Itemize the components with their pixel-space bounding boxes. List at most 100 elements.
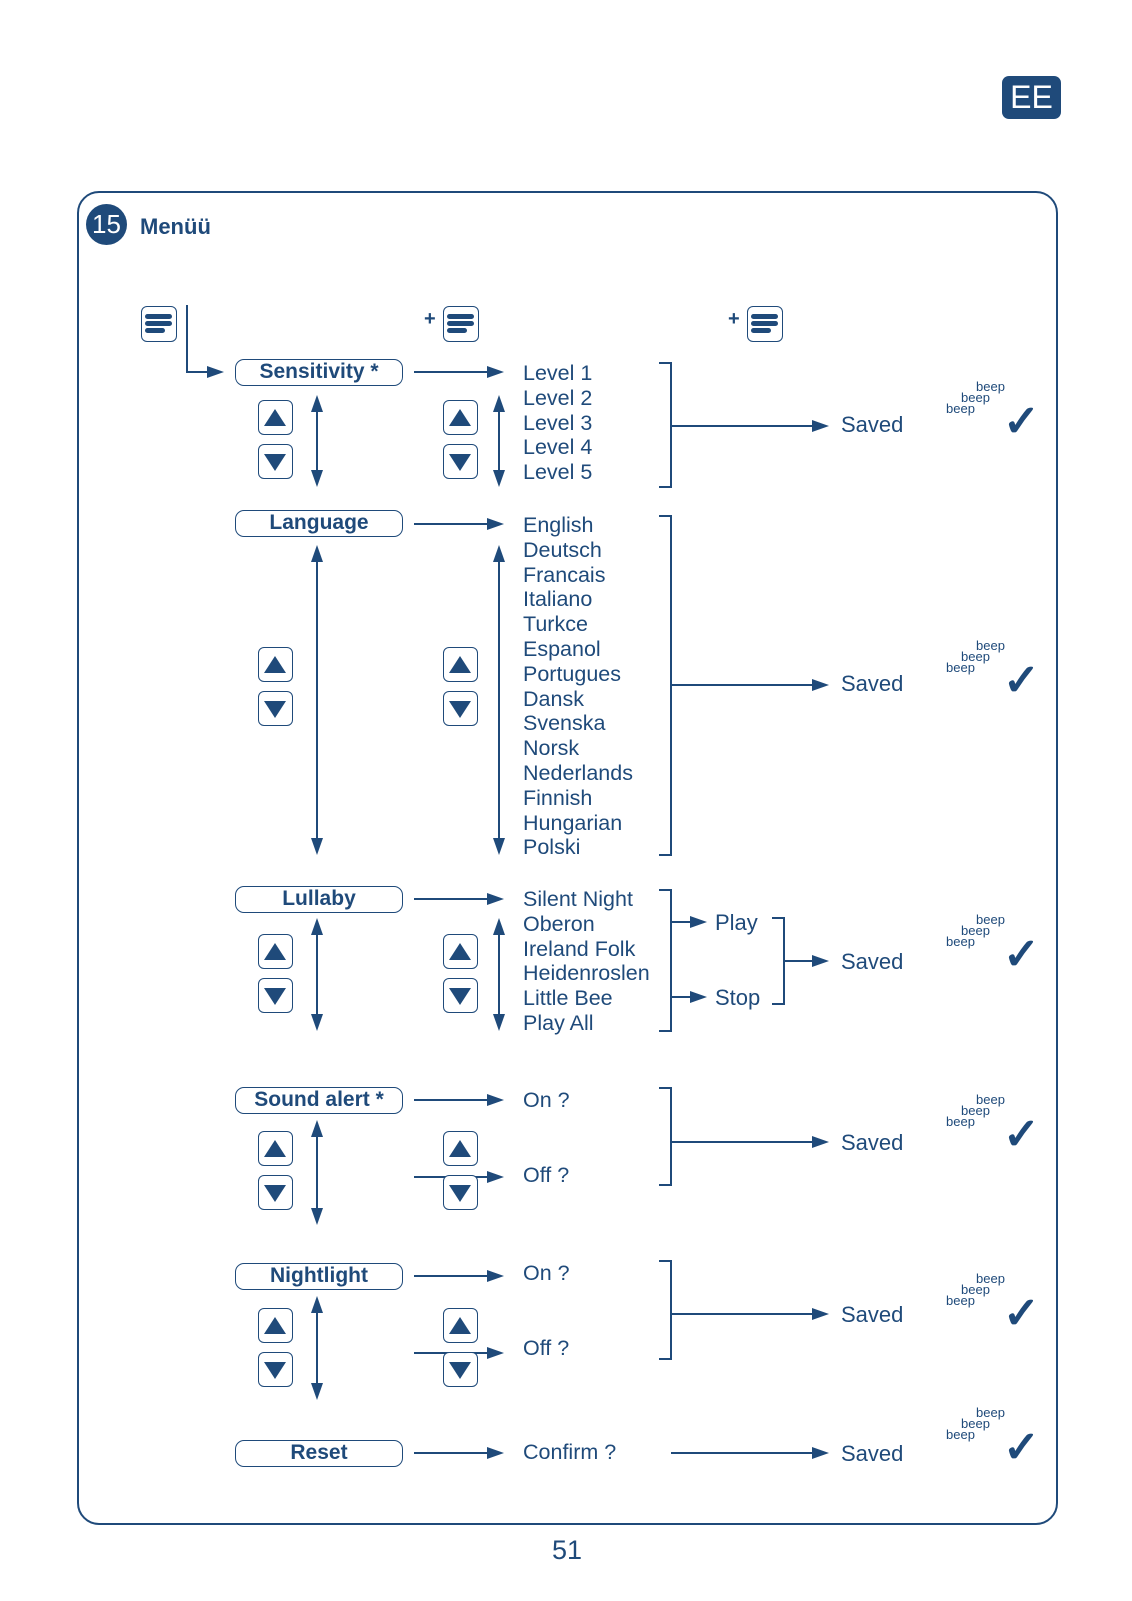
arrow-up-button[interactable] [258,400,293,435]
option[interactable]: English [523,513,594,537]
arrow-down-icon [264,701,286,718]
option[interactable]: Heidenroslen [523,961,650,986]
arrow-down-icon [264,1362,286,1379]
option[interactable]: Deutsch [523,537,602,562]
option[interactable]: Nederlands [523,760,633,785]
beep-text: beep [946,401,975,416]
beep-text: beep [961,1282,990,1297]
arrow-up-button[interactable] [443,1131,478,1166]
menu-icon[interactable] [747,306,783,342]
nightlight-on[interactable]: On ? [523,1261,570,1285]
option[interactable]: Polski [523,835,581,860]
menu-item-sound-alert[interactable]: Sound alert * [235,1087,403,1114]
beep-text: beep [946,934,975,949]
bracket [659,1087,672,1186]
option[interactable]: Finnish [523,785,593,810]
arrowhead [487,1171,504,1183]
arrow-down-button[interactable] [258,1175,293,1210]
arrow-up-button[interactable] [443,400,478,435]
lullaby-options: Silent Night Oberon Ireland Folk Heidenr… [523,887,650,1036]
arrow-up-icon [264,943,286,960]
beep-text: beep [946,660,975,675]
option[interactable]: Dansk [523,686,584,711]
option[interactable]: Silent Night [523,887,633,911]
arrow-up-button[interactable] [443,1308,478,1343]
arrow-up-button[interactable] [443,647,478,682]
menu-item-lullaby[interactable]: Lullaby [235,886,403,913]
check-icon: ✓ [1003,1289,1040,1338]
option[interactable]: Svenska [523,711,606,736]
arrowhead [311,545,323,562]
nightlight-off[interactable]: Off ? [523,1336,570,1360]
arrow-up-icon [449,943,471,960]
option[interactable]: Ireland Folk [523,936,636,961]
bracket [772,917,785,1005]
option[interactable]: Hungarian [523,810,623,835]
arrow-up-button[interactable] [258,1131,293,1166]
arrowhead [207,366,224,378]
arrow-down-button[interactable] [443,1352,478,1387]
option[interactable]: Oberon [523,911,595,936]
arrow-down-button[interactable] [258,444,293,479]
menu-item-reset[interactable]: Reset [235,1440,403,1467]
arrow-up-button[interactable] [443,934,478,969]
option[interactable]: Level 1 [523,361,593,385]
arrow-up-button[interactable] [258,1308,293,1343]
beep-text: beep [961,390,990,405]
bracket [659,362,672,488]
lullaby-stop[interactable]: Stop [715,985,761,1010]
arrowhead [311,1014,323,1031]
beep-text: beep [946,1293,975,1308]
option[interactable]: Little Bee [523,986,613,1011]
arrow-down-button[interactable] [258,978,293,1013]
bracket [659,1260,672,1360]
arrowhead [311,918,323,935]
option[interactable]: Francais [523,562,606,587]
arrow-up-button[interactable] [258,647,293,682]
option[interactable]: Norsk [523,736,580,761]
arrow-down-button[interactable] [443,691,478,726]
option[interactable]: Level 3 [523,410,593,435]
option[interactable]: Level 5 [523,460,593,485]
arrowhead [311,1120,323,1137]
check-icon: ✓ [1003,1423,1040,1472]
menu-item-sensitivity[interactable]: Sensitivity * [235,359,403,386]
option[interactable]: Level 4 [523,435,593,460]
arrowhead [493,545,505,562]
arrow-down-icon [264,988,286,1005]
menu-item-nightlight[interactable]: Nightlight [235,1263,403,1290]
arrow-up-icon [449,656,471,673]
option[interactable]: Italiano [523,587,593,612]
arrow-up-icon [264,409,286,426]
arrow-down-icon [449,454,471,471]
arrow-down-button[interactable] [443,444,478,479]
option[interactable]: Turkce [523,612,588,637]
menu-icon[interactable] [141,306,177,342]
option[interactable]: Espanol [523,636,601,661]
beep-text: beep [961,1103,990,1118]
arrow-down-button[interactable] [258,691,293,726]
arrowhead [311,470,323,487]
lullaby-play[interactable]: Play [715,910,758,935]
reset-confirm[interactable]: Confirm ? [523,1440,617,1464]
menu-icon[interactable] [443,306,479,342]
menu-item-language[interactable]: Language [235,510,403,537]
arrowhead [690,916,707,928]
sound-alert-off[interactable]: Off ? [523,1163,570,1187]
sensitivity-options: Level 1 Level 2 Level 3 Level 4 Level 5 [523,361,592,485]
arrow-down-button[interactable] [443,978,478,1013]
section-number: 15 [86,204,127,245]
sound-alert-on[interactable]: On ? [523,1088,570,1112]
option[interactable]: Level 2 [523,385,593,410]
option[interactable]: Play All [523,1010,594,1035]
arrow-up-button[interactable] [258,934,293,969]
arrowhead [493,838,505,855]
bracket [659,515,672,856]
arrow-down-button[interactable] [443,1175,478,1210]
arrow-down-button[interactable] [258,1352,293,1387]
option[interactable]: Portugues [523,661,622,686]
